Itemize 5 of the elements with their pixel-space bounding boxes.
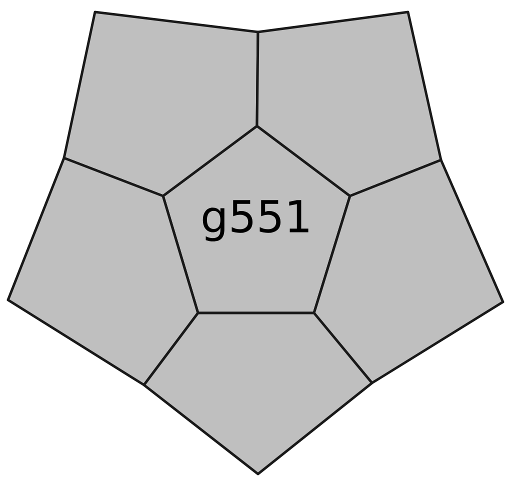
tile [142,312,374,476]
tile [6,156,200,386]
tile [62,10,260,198]
tile [312,158,504,384]
tile [256,10,442,198]
